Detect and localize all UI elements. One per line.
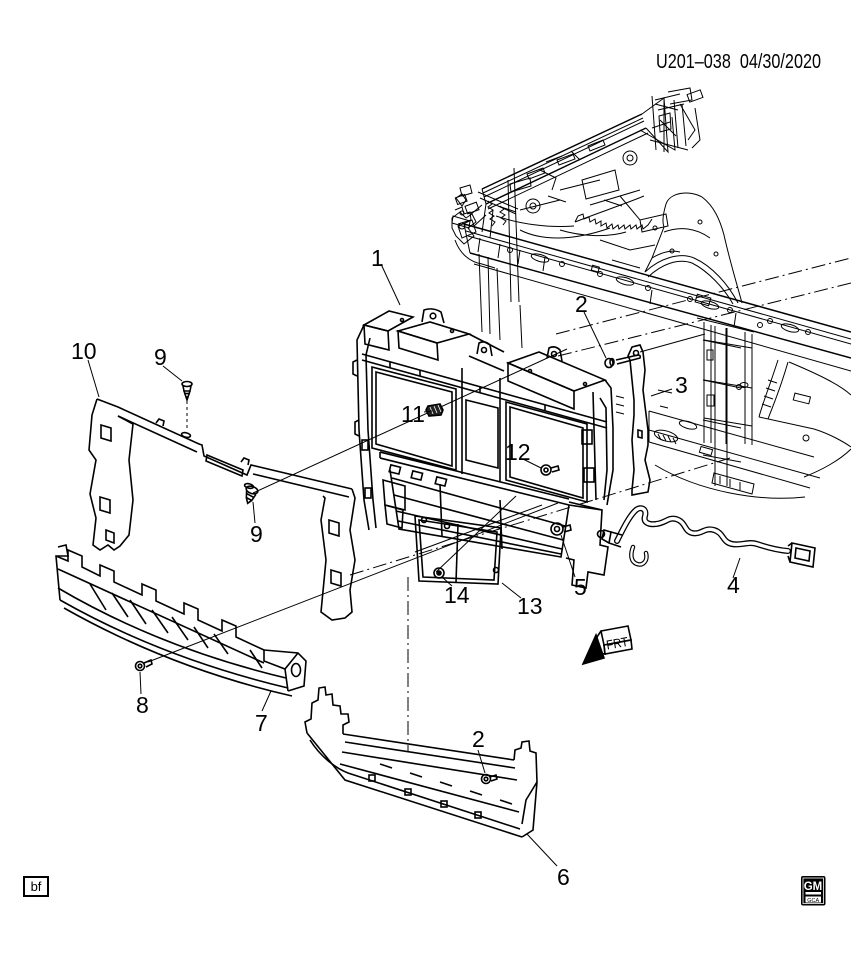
svg-text:6: 6 bbox=[557, 864, 570, 890]
svg-text:5: 5 bbox=[574, 574, 587, 600]
svg-text:GCA: GCA bbox=[807, 898, 819, 904]
svg-text:4: 4 bbox=[727, 572, 740, 598]
svg-text:10: 10 bbox=[71, 338, 97, 364]
svg-text:7: 7 bbox=[255, 710, 268, 736]
svg-text:U201–038 04/30/2020: U201–038 04/30/2020 bbox=[656, 51, 821, 73]
svg-text:GM: GM bbox=[804, 881, 823, 893]
svg-text:1: 1 bbox=[371, 245, 384, 271]
svg-text:11: 11 bbox=[401, 401, 425, 427]
svg-text:2: 2 bbox=[472, 726, 485, 752]
svg-text:FRT: FRT bbox=[605, 634, 629, 653]
svg-text:13: 13 bbox=[517, 593, 543, 619]
svg-text:14: 14 bbox=[444, 582, 470, 608]
svg-text:2: 2 bbox=[575, 291, 588, 317]
svg-text:3: 3 bbox=[675, 372, 688, 398]
svg-text:9: 9 bbox=[154, 344, 167, 370]
svg-text:8: 8 bbox=[136, 692, 149, 718]
svg-text:9: 9 bbox=[250, 521, 263, 547]
svg-text:bf: bf bbox=[31, 879, 42, 894]
